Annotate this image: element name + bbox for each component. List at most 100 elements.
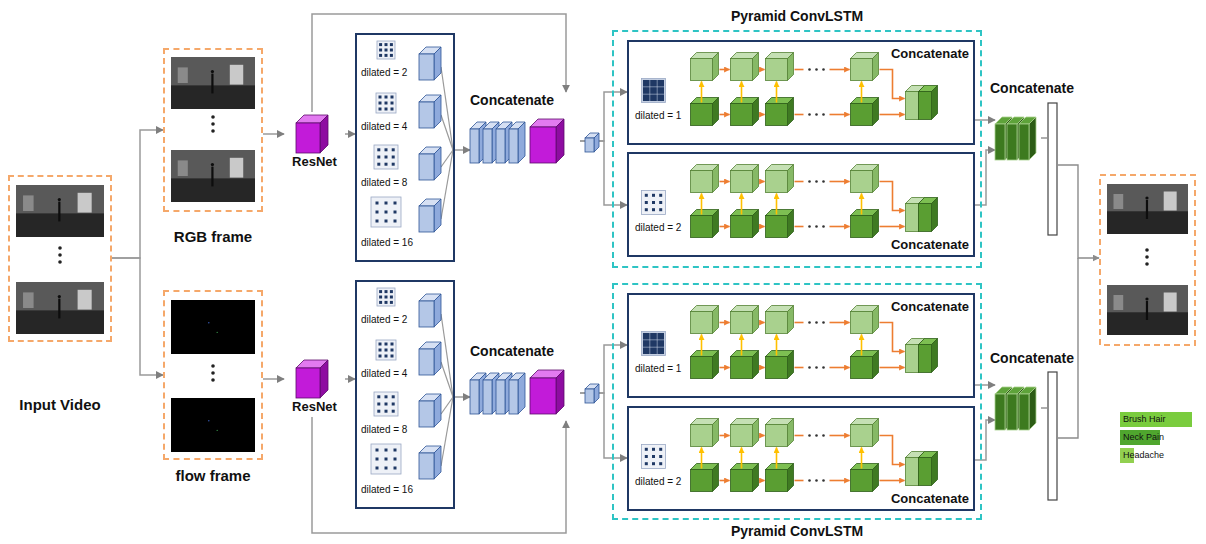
kernel-dot: [390, 301, 393, 304]
wire: [760, 226, 765, 228]
cube-side: [713, 210, 719, 238]
ellipsis-dot: [822, 113, 825, 116]
cube-side: [873, 53, 879, 81]
kernel-dot: [385, 410, 388, 413]
person-head: [1145, 196, 1148, 199]
node-label: Concatenate: [470, 92, 554, 108]
node-label: Concatenate: [891, 238, 969, 253]
wire: [795, 114, 804, 116]
cube-front: [691, 216, 713, 238]
text-slot: Concatenate: [470, 92, 554, 108]
flow-speck: [208, 322, 210, 324]
wire: [795, 69, 804, 71]
wire: [776, 194, 778, 215]
kernel-dot: [377, 403, 380, 406]
cube-side: [873, 351, 879, 379]
wire: [1058, 165, 1099, 258]
kernel-icon: [374, 392, 398, 416]
node-label: dilated = 2: [361, 67, 407, 79]
cube-front: [731, 470, 753, 492]
resnet-block: ResNet: [284, 112, 345, 172]
frame-window: [230, 65, 243, 85]
text-slot: Concatenate: [891, 238, 969, 253]
kernel-dot: [377, 156, 380, 159]
kernel-dot: [379, 355, 382, 358]
kernel-dot: [379, 296, 382, 299]
lstm-input: [851, 351, 879, 379]
kernel-dot: [391, 355, 394, 358]
video-frame: [1107, 184, 1188, 234]
cube-front: [851, 357, 873, 379]
wire: [741, 194, 743, 215]
cube-front: [731, 216, 753, 238]
ellipsis-dot: [808, 225, 811, 228]
cube-front: [766, 312, 788, 334]
cube-front: [296, 123, 320, 153]
ellipsis-dot: [808, 366, 811, 369]
text-slot: Concatenate: [470, 343, 554, 359]
kernel-frame: [374, 392, 398, 416]
kernel-dot: [645, 455, 648, 458]
cube-front: [766, 425, 788, 447]
cube-front: [509, 129, 518, 163]
cube-front: [851, 425, 873, 447]
cube-front: [419, 301, 434, 327]
cube-side: [556, 370, 564, 414]
flow-frame: [171, 300, 255, 354]
wire: [441, 314, 453, 397]
kernel-dot: [377, 163, 380, 166]
ellipsis-dot: [211, 378, 215, 382]
text-slot: dilated = 1: [635, 363, 681, 375]
lstm-cell: [766, 419, 794, 447]
connector: [975, 420, 995, 460]
node-label: dilated = 1: [635, 363, 681, 375]
kernel-frame: [377, 41, 395, 59]
legend-row: Brush Hair: [1120, 412, 1200, 427]
concat-block: Concatenate: [995, 105, 1040, 165]
kernel-dot: [385, 301, 388, 304]
ellipsis-dot: [211, 129, 215, 133]
text-slot: Concatenate: [891, 47, 969, 62]
cube-front: [1019, 124, 1029, 160]
kernel-dot: [391, 349, 394, 352]
person-head: [211, 70, 214, 73]
lstm-cell: [731, 53, 759, 81]
kernel-frame: [642, 79, 666, 103]
text-slot: dilated = 4: [361, 368, 407, 380]
frame-box: RGB frame: [163, 48, 263, 212]
heading-label: Input Video: [10, 396, 110, 413]
flow-frame: [171, 398, 255, 452]
dilated-conv-box: dilated = 2dilated = 4dilated = 8dilated…: [355, 280, 455, 509]
kernel-dot: [390, 43, 393, 46]
kernel-frame: [377, 288, 395, 306]
kernel-dot: [379, 102, 382, 105]
ellipsis-dot: [815, 366, 818, 369]
cube-front: [691, 59, 713, 81]
cube-side: [932, 452, 938, 486]
connector: [112, 130, 163, 258]
wire: [830, 367, 850, 369]
wire: [760, 69, 765, 71]
wire: [441, 150, 453, 219]
cube-side: [873, 98, 879, 126]
kernel-dot: [652, 448, 655, 451]
feature-cube: [509, 373, 525, 414]
kernel-dot: [385, 156, 388, 159]
lstm-cell: [851, 165, 879, 193]
cube-side: [788, 419, 794, 447]
node-label: Concatenate: [891, 492, 969, 507]
wire: [830, 69, 850, 71]
lstm-cell: [851, 419, 879, 447]
cube-front: [509, 380, 518, 414]
flow-speck: [217, 332, 218, 333]
ellipsis-dot: [808, 321, 811, 324]
kernel-icon: [374, 145, 398, 169]
kernel-dot: [657, 87, 664, 94]
frame-panel: [178, 67, 188, 83]
node-label: dilated = 2: [361, 314, 407, 326]
person-body: [211, 167, 213, 187]
heading-label: Pyramid ConvLSTM: [614, 8, 980, 24]
feature-cube: [419, 95, 441, 128]
kernel-dot: [385, 355, 388, 358]
kernel-dot: [391, 108, 394, 111]
